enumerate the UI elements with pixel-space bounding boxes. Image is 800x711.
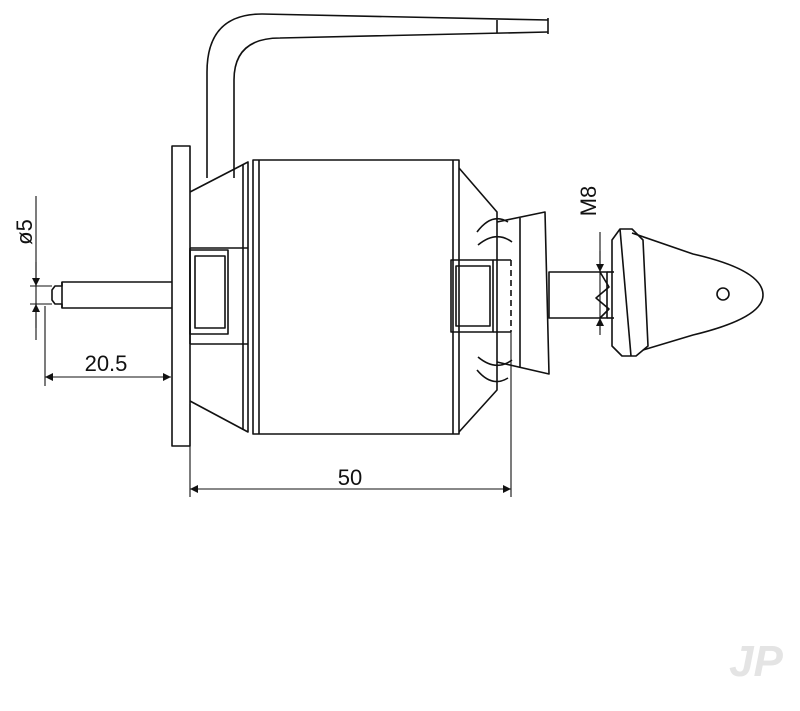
label-thread: M8 xyxy=(576,186,601,217)
rear-bell xyxy=(458,167,513,433)
label-shaft-diameter: ø5 xyxy=(12,219,37,245)
dim-shaft-length xyxy=(44,306,171,386)
front-bearing xyxy=(189,249,229,335)
rear-bearing xyxy=(450,259,512,333)
motor-outline xyxy=(51,13,764,447)
label-body-length: 50 xyxy=(338,465,362,490)
prop-collet xyxy=(496,211,550,375)
front-bell xyxy=(189,161,249,433)
motor-can xyxy=(252,159,460,435)
dimension-lines xyxy=(30,196,604,497)
output-shaft xyxy=(548,271,614,319)
lead-wire xyxy=(206,13,549,178)
dim-shaft-diameter xyxy=(30,196,52,340)
motor-shaft xyxy=(51,281,172,309)
watermark-logo: JP xyxy=(729,637,783,686)
dim-body-length xyxy=(189,332,512,497)
label-shaft-length: 20.5 xyxy=(85,351,128,376)
spinner-nut xyxy=(611,228,764,357)
mount-flange xyxy=(171,145,191,447)
